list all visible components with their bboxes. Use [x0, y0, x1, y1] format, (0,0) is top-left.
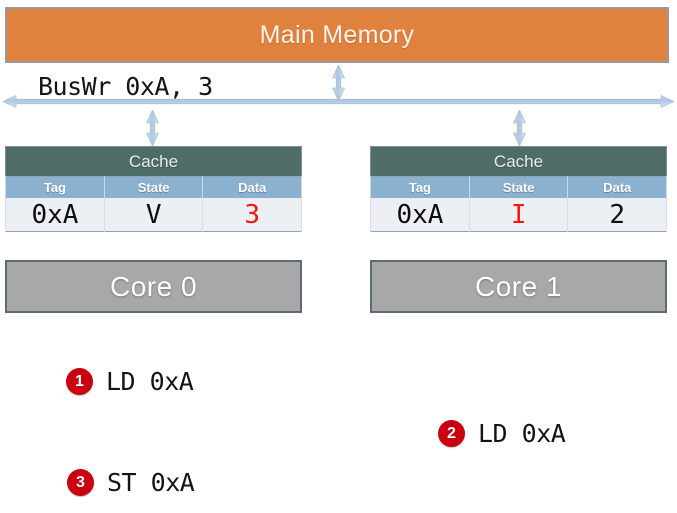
step-3-text: ST 0xA — [107, 468, 195, 497]
cache-1-title: Cache — [493, 151, 544, 171]
cache-0-cell-state: V — [103, 198, 204, 232]
cache-block-core-1: Cache Tag State Data 0xA I 2 — [370, 146, 667, 232]
cache-0-header-data: Data — [202, 176, 302, 198]
cache-1-data-row: 0xA I 2 — [370, 198, 667, 232]
core-1-block: Core 1 — [370, 260, 667, 313]
core-0-block: Core 0 — [5, 260, 302, 313]
step-1: 1 LD 0xA — [66, 367, 194, 396]
step-1-badge: 1 — [66, 368, 93, 395]
cache-0-header-tag: Tag — [5, 176, 105, 198]
cache-0-header-state: State — [103, 176, 204, 198]
cache-block-core-0: Cache Tag State Data 0xA V 3 — [5, 146, 302, 232]
cache-0-title: Cache — [128, 151, 179, 171]
cache-1-header-tag: Tag — [370, 176, 470, 198]
connector-bus-to-cache-1 — [513, 110, 526, 146]
system-bus-arrow — [3, 95, 674, 108]
main-memory-label: Main Memory — [259, 20, 415, 49]
cache-0-cell-tag: 0xA — [5, 198, 105, 232]
cache-1-table: Tag State Data 0xA I 2 — [370, 176, 667, 232]
step-1-text: LD 0xA — [106, 367, 194, 396]
cache-1-header-row: Tag State Data — [370, 176, 667, 198]
cache-0-table: Tag State Data 0xA V 3 — [5, 176, 302, 232]
step-2-text: LD 0xA — [478, 419, 566, 448]
core-1-label: Core 1 — [474, 270, 563, 302]
cache-1-cell-data: 2 — [567, 198, 667, 232]
cache-0-data-row: 0xA V 3 — [5, 198, 302, 232]
cache-0-header-row: Tag State Data — [5, 176, 302, 198]
cache-1-header-state: State — [468, 176, 569, 198]
connector-bus-to-cache-0 — [146, 110, 159, 146]
main-memory-block: Main Memory — [5, 7, 669, 63]
step-2: 2 LD 0xA — [438, 419, 566, 448]
core-0-label: Core 0 — [109, 270, 198, 302]
step-3-badge: 3 — [67, 469, 94, 496]
step-2-badge: 2 — [438, 420, 465, 447]
bus-transaction-label: BusWr 0xA, 3 — [38, 72, 213, 101]
cache-1-cell-state: I — [468, 198, 569, 232]
cache-1-cell-tag: 0xA — [370, 198, 470, 232]
cache-1-title-bar: Cache — [370, 146, 667, 176]
cache-0-title-bar: Cache — [5, 146, 302, 176]
connector-memory-to-bus — [332, 65, 345, 101]
cache-1-header-data: Data — [567, 176, 667, 198]
cache-0-cell-data: 3 — [202, 198, 302, 232]
step-3: 3 ST 0xA — [67, 468, 195, 497]
